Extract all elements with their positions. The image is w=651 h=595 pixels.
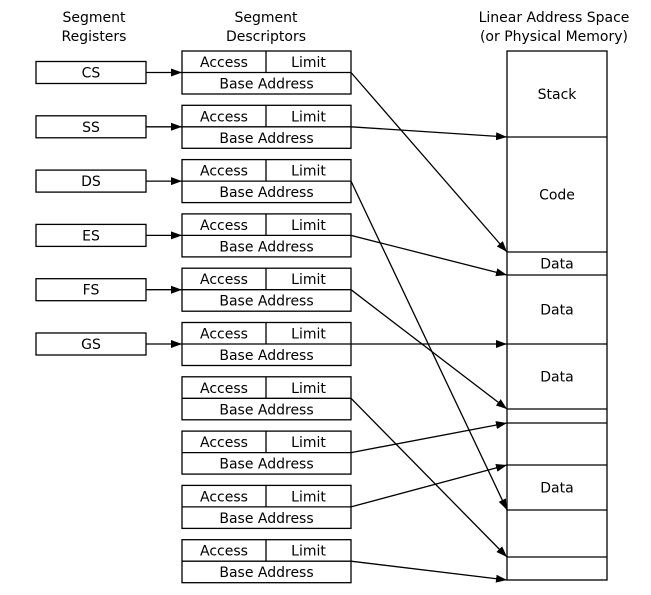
register-label: FS [83,283,100,299]
descriptor-access-label: Access [200,272,248,288]
descriptor-access-label: Access [200,327,248,343]
memory-segment: Data [507,274,607,319]
descriptor-limit-label: Limit [291,544,326,560]
memory-column [506,50,608,581]
descriptor-limit-label: Limit [291,381,326,397]
descriptor-access-label: Access [200,489,248,505]
descriptor-base-label: Base Address [219,185,313,201]
register-label: GS [81,337,101,353]
mapping-arrows [350,72,508,583]
register-label: DS [81,174,101,190]
descriptor-to-memory-arrow [350,463,508,508]
descriptor-access-label: Access [200,218,248,234]
descriptor-limit-label: Limit [291,327,326,343]
descriptor-limit-label: Limit [291,164,326,180]
descriptor-to-memory-arrow [350,180,508,511]
descriptor-access-label: Access [200,544,248,560]
descriptor-to-memory-arrow [350,126,508,141]
memory-header-line2: (or Physical Memory) [480,29,628,45]
descriptor-base-label: Base Address [219,77,313,93]
register-es: ES [35,223,182,248]
descriptor-base-label: Base Address [219,294,313,310]
memory-segment: Data [507,251,607,273]
memory-segment: Data [507,343,607,386]
register-gs: GS [35,332,182,356]
memory-segment: Data [507,464,607,497]
descriptor-limit-label: Limit [291,489,326,505]
descriptor-base-label: Base Address [219,565,313,581]
descriptor-base-label: Base Address [219,348,313,364]
descriptor-access-label: Access [200,109,248,125]
descriptor-base-label: Base Address [219,457,313,473]
descriptor-to-memory-arrow [350,289,508,410]
register-label: SS [82,120,100,136]
descriptor-to-memory-arrow [350,397,508,558]
descriptor-access-label: Access [200,435,248,451]
register-ds: DS [35,169,182,193]
memory-segment-label: Data [540,481,573,497]
descriptor-to-memory-arrow [350,421,508,454]
descriptor-base-label: Base Address [219,511,313,527]
descriptors-header-line1: Segment [235,10,299,26]
descriptor-limit-label: Limit [291,55,326,71]
register-fs: FS [35,278,182,302]
registers-header-line2: Registers [62,29,127,45]
registers-header-line1: Segment [63,10,127,26]
descriptor-limit-label: Limit [291,218,326,234]
memory-segment-label: Data [540,257,573,273]
register-ss: SS [35,115,182,139]
descriptor-base-label: Base Address [219,239,313,255]
memory-segment-label: Data [540,370,573,386]
memory-segment: Stack [538,87,578,103]
memory-header-line1: Linear Address Space [479,10,630,26]
descriptor-base-label: Base Address [219,131,313,147]
memory-segment: Code [507,136,607,204]
descriptor-to-memory-arrow [350,72,508,253]
memory-segment-label: Code [539,188,575,204]
descriptor-limit-label: Limit [291,272,326,288]
descriptor-limit-label: Limit [291,435,326,451]
memory-segment-label: Stack [538,87,578,103]
memory-segment-label: Data [540,303,573,319]
descriptor-access-label: Access [200,381,248,397]
descriptor-base-label: Base Address [219,402,313,418]
descriptors-header-line2: Descriptors [226,29,306,45]
segment-registers: CS SS DS ES FS GS [35,60,182,356]
descriptor-limit-label: Limit [291,109,326,125]
descriptor-to-memory-arrow [350,234,508,277]
register-label: CS [82,66,101,82]
register-label: ES [82,228,100,244]
descriptor-access-label: Access [200,164,248,180]
descriptor-access-label: Access [200,55,248,71]
descriptor-to-memory-arrow [350,560,508,583]
register-cs: CS [35,60,182,85]
